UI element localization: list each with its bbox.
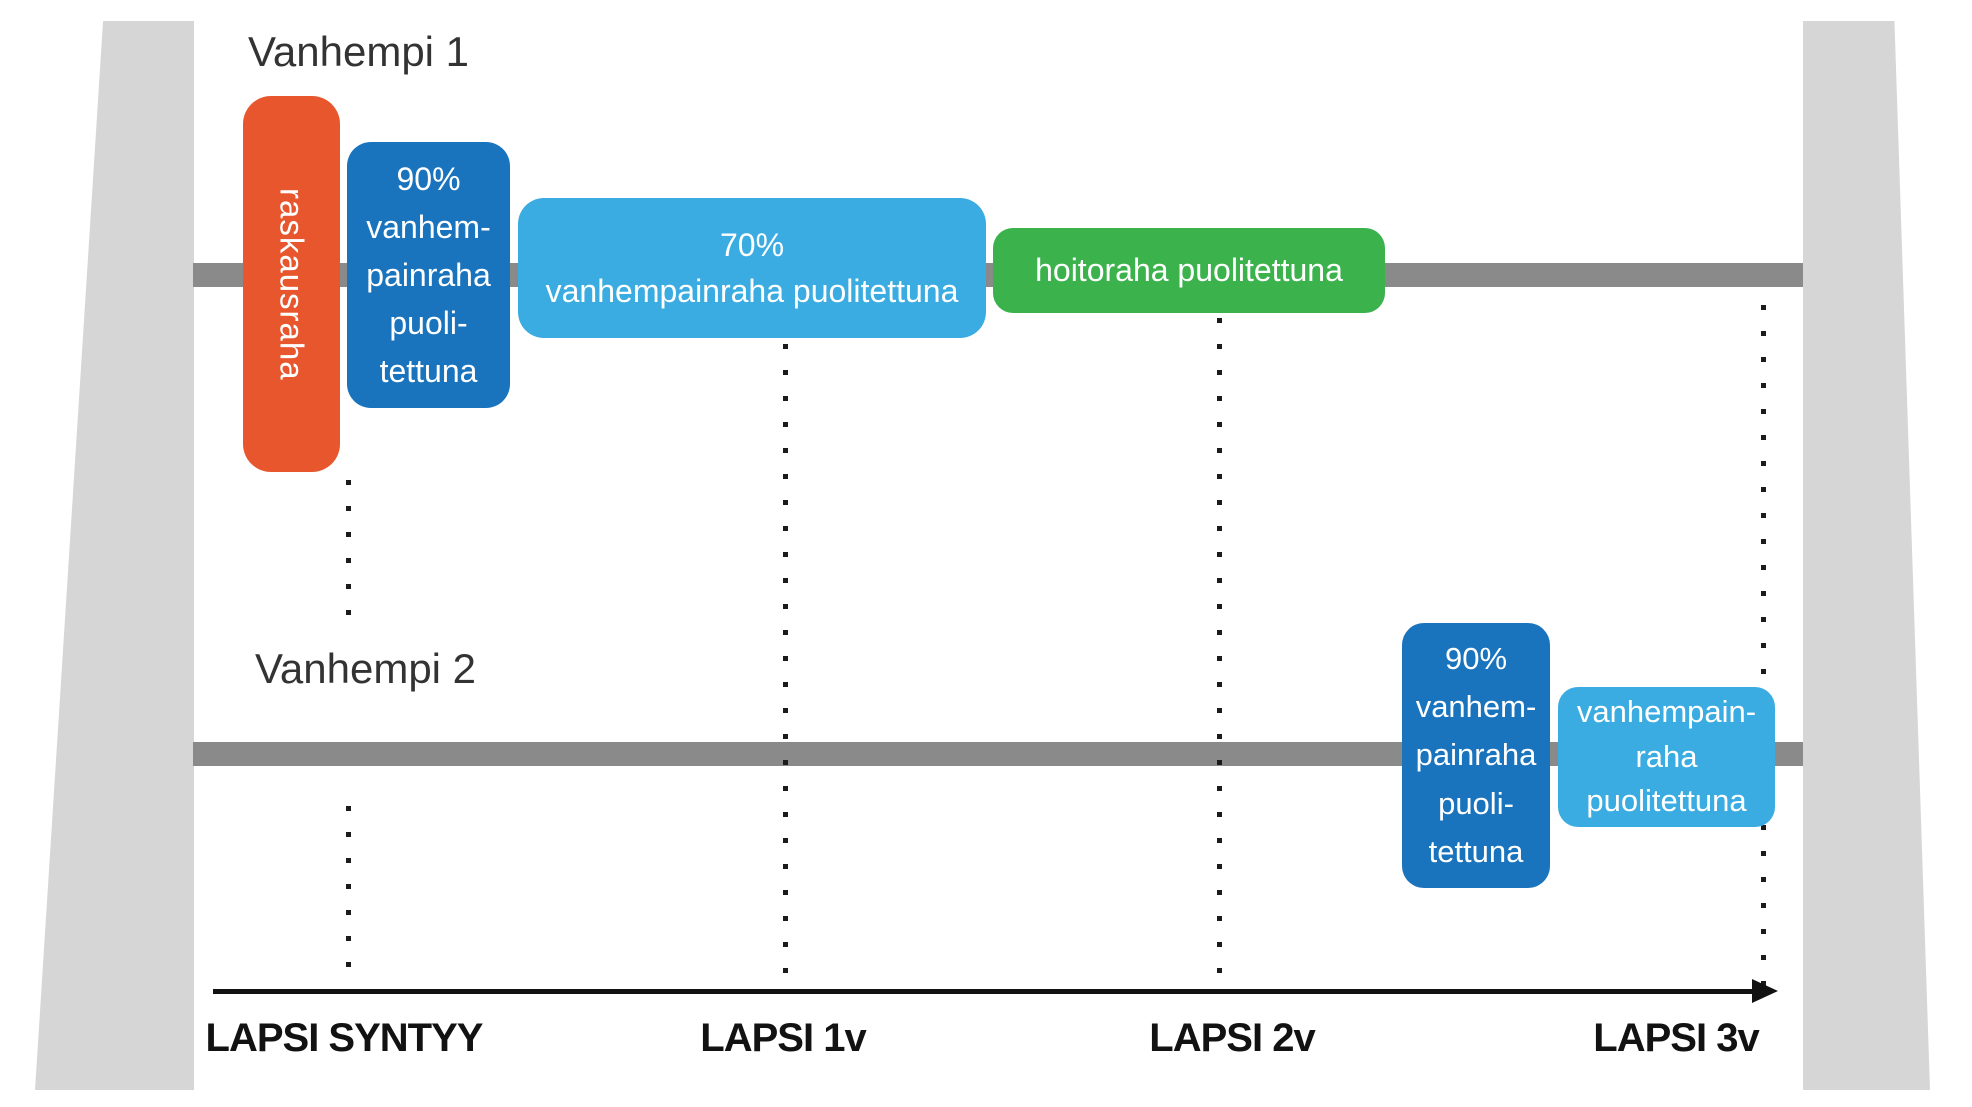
dotted-line-child-2y [1217,318,1222,990]
axis-label-child-2y: LAPSI 2v [1149,1016,1315,1060]
benefit-box-parent1-90pct-label: 90% vanhem- painraha puoli- tettuna [366,161,491,389]
benefit-box-raskausraha: raskausraha [243,96,340,472]
right-pillar-shape [1803,21,1930,1090]
benefit-box-parent2-vanhempainraha: vanhempain- raha puolitettuna [1558,687,1775,827]
benefit-box-parent2-90pct-label: 90% vanhem- painraha puoli- tettuna [1415,641,1537,869]
axis-label-child-born: LAPSI SYNTYY [205,1016,484,1060]
left-pillar-shape [35,21,194,1090]
benefit-box-raskausraha-label: raskausraha [273,187,311,381]
time-axis-arrowhead-icon [1752,979,1778,1003]
axis-label-child-1y: LAPSI 1v [700,1016,866,1060]
benefit-box-hoitoraha-label: hoitoraha puolitettuna [1035,252,1343,288]
benefit-box-parent1-90pct: 90% vanhem- painraha puoli- tettuna [347,142,510,408]
dotted-line-child-born-lower [346,806,351,970]
time-axis-line [213,989,1757,994]
benefit-box-parent2-90pct: 90% vanhem- painraha puoli- tettuna [1402,623,1550,888]
parent2-title: Vanhempi 2 [255,645,477,692]
dotted-line-child-1y [783,344,788,990]
benefit-box-parent2-vanhempainraha-label: vanhempain- raha puolitettuna [1576,693,1757,819]
dotted-line-child-born-upper [346,480,351,615]
dotted-line-child-3y [1761,305,1766,990]
benefit-box-parent1-70pct-label: 70% vanhempainraha puolitettuna [545,226,959,309]
benefit-box-hoitoraha: hoitoraha puolitettuna [993,228,1385,313]
axis-label-child-3y: LAPSI 3v [1593,1016,1759,1060]
benefit-box-parent1-70pct: 70% vanhempainraha puolitettuna [518,198,986,338]
parent1-title: Vanhempi 1 [248,28,470,75]
